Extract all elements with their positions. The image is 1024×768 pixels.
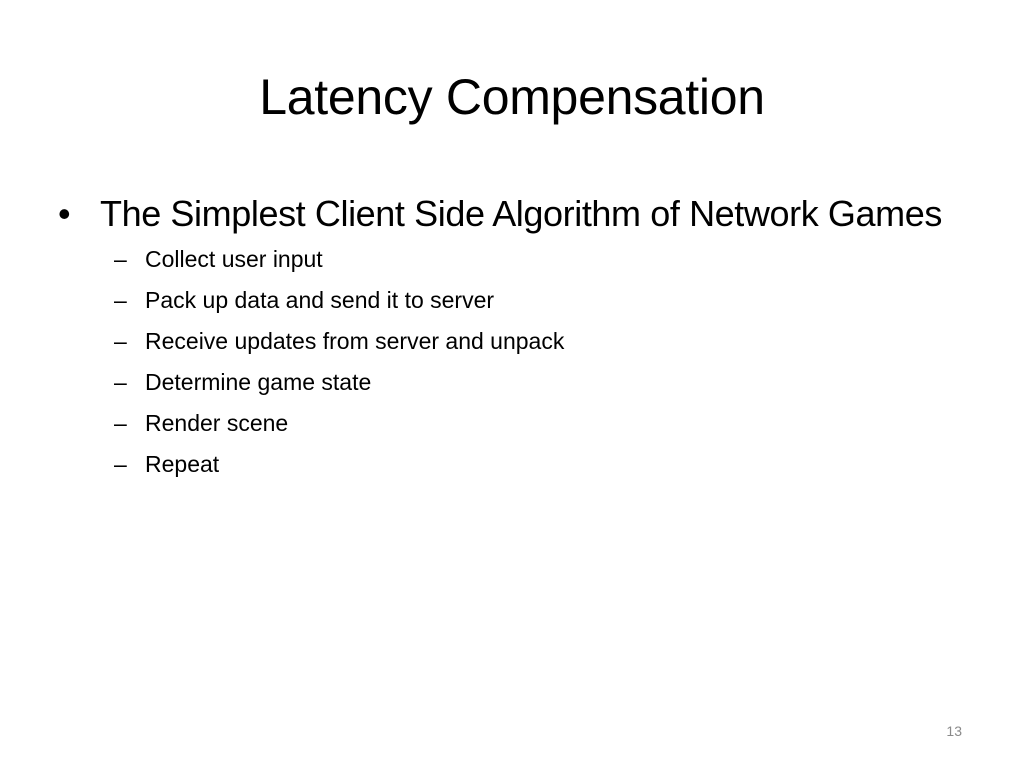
sub-bullet-item: – Render scene [114,409,988,438]
sub-bullet-item: – Receive updates from server and unpack [114,327,988,356]
slide-content: • The Simplest Client Side Algorithm of … [58,190,988,491]
sub-bullet-text: Collect user input [145,246,323,272]
bullet-marker: • [58,193,71,234]
sub-bullet-list: – Collect user input – Pack up data and … [114,245,988,479]
slide-number: 13 [946,723,962,739]
sub-bullet-item: – Pack up data and send it to server [114,286,988,315]
dash-marker: – [114,246,127,272]
dash-marker: – [114,328,127,354]
sub-bullet-item: – Repeat [114,450,988,479]
dash-marker: – [114,287,127,313]
dash-marker: – [114,410,127,436]
sub-bullet-text: Pack up data and send it to server [145,287,495,313]
dash-marker: – [114,369,127,395]
slide-title: Latency Compensation [259,69,765,125]
sub-bullet-item: – Determine game state [114,368,988,397]
sub-bullet-item: – Collect user input [114,245,988,274]
sub-bullet-text: Determine game state [145,369,372,395]
dash-marker: – [114,451,127,477]
sub-bullet-text: Repeat [145,451,220,477]
sub-bullet-text: Render scene [145,410,289,436]
bullet-text: The Simplest Client Side Algorithm of Ne… [100,193,942,234]
sub-bullet-text: Receive updates from server and unpack [145,328,565,354]
bullet-item: • The Simplest Client Side Algorithm of … [58,190,988,237]
